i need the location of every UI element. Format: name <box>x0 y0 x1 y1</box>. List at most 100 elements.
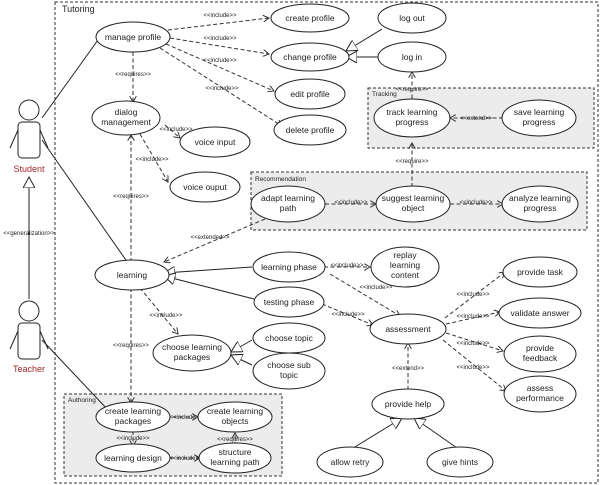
uc-choose-sub-topic[interactable]: choose sub topic <box>252 352 326 390</box>
uc-save-learning-progress[interactable]: save learning progress <box>501 99 577 137</box>
relation-line <box>445 312 500 325</box>
uc-assess-performance[interactable]: assess performance <box>503 375 577 413</box>
assoc-student-learning <box>41 139 129 264</box>
uc-change-profile[interactable]: change profile <box>270 42 350 72</box>
diagram-label: learning <box>117 270 148 280</box>
relation-line <box>139 287 178 334</box>
uc-suggest-learning-object[interactable]: suggest learning object <box>375 185 451 223</box>
uc-edit-profile[interactable]: edit profile <box>274 78 346 110</box>
use-case-shape <box>95 21 171 53</box>
uc-choose-topic[interactable]: choose topic <box>252 322 326 354</box>
use-case-shape <box>373 98 451 138</box>
uc-manage-profile[interactable]: manage profile <box>95 21 171 53</box>
diagram-label: <<requires>> <box>113 194 149 200</box>
uc-provide-help[interactable]: provide help <box>371 388 445 420</box>
diagram-label: <<extend>> <box>392 366 425 372</box>
diagram-label: <<include>> <box>203 13 237 19</box>
uc-adapt-learning-path[interactable]: adapt learning path <box>250 185 326 223</box>
uc-testing-phase[interactable]: testing phase <box>253 286 325 318</box>
relation-line <box>39 129 49 149</box>
diagram-label: <<include>> <box>459 200 493 206</box>
diagram-label: <<include>> <box>169 415 203 421</box>
diagram-label: give hints <box>442 457 478 467</box>
relation-line <box>231 339 253 352</box>
relation-line <box>164 218 266 262</box>
uc-create-learning-packages[interactable]: create learning packages <box>95 401 171 433</box>
relation-line <box>349 418 402 451</box>
diagram-label: topic <box>280 370 299 380</box>
diagram-label: learning phase <box>261 262 317 272</box>
diagram-label: log in <box>402 52 423 62</box>
uc-structure-learning-path[interactable]: structure learning path <box>198 442 272 474</box>
use-case-shape <box>270 3 350 33</box>
uc-dialog-management[interactable]: dialog management <box>91 100 161 136</box>
diagram-label: packages <box>115 416 151 426</box>
use-case-shape <box>501 185 579 223</box>
use-case-shape <box>375 185 451 223</box>
authoring-package-label: Authoring <box>68 397 96 404</box>
diagram-label: allow retry <box>331 457 370 467</box>
uc-provide-feedback[interactable]: provide feedback <box>503 335 577 373</box>
uc-delete-profile[interactable]: delete profile <box>273 114 347 146</box>
diagram-label: voice input <box>195 137 236 147</box>
use-case-shape <box>316 446 384 478</box>
use-case-shape <box>250 185 326 223</box>
diagram-label: <<extended>> <box>191 235 230 241</box>
diagram-label: create learning <box>105 406 162 416</box>
uc-provide-task[interactable]: provide task <box>502 256 578 288</box>
teacher-label: Teacher <box>13 364 45 374</box>
use-case-shape <box>498 297 582 329</box>
diagram-label: testing phase <box>264 297 315 307</box>
uc-create-profile[interactable]: create profile <box>270 3 350 33</box>
uc-log-out[interactable]: log out <box>377 2 447 34</box>
diagram-label: assessment <box>385 324 431 334</box>
uc-create-learning-objects[interactable]: create learning objects <box>197 401 273 433</box>
uc-analyze-learning-progress[interactable]: analyze learning progress <box>501 185 579 223</box>
relation-line <box>164 124 180 138</box>
generalization-label: <<generalization>> <box>3 231 55 237</box>
uc-validate-answer[interactable]: validate answer <box>498 297 582 329</box>
diagram-label: <<include>> <box>456 292 490 298</box>
diagram-label: assess <box>527 383 553 393</box>
diagram-label: learning path <box>210 457 259 467</box>
uc-track-learning-progress[interactable]: track learning progress <box>373 98 451 138</box>
use-case-shape <box>95 401 171 433</box>
assoc-teacher-create-packages <box>41 339 109 411</box>
use-case-shape <box>501 99 577 137</box>
uc-assessment[interactable]: assessment <box>369 313 447 345</box>
relation-line <box>346 28 383 51</box>
uc-allow-retry[interactable]: allow retry <box>316 446 384 478</box>
diagram-label: voice ouput <box>183 182 227 192</box>
diagram-label: log out <box>399 13 425 23</box>
use-case-shape <box>273 114 347 146</box>
relation-line <box>167 18 269 31</box>
uc-learning[interactable]: learning <box>94 259 170 291</box>
uc-learning-design[interactable]: learning design <box>95 443 171 473</box>
uc-replay-learning-content[interactable]: replay learning content <box>370 246 440 288</box>
diagram-label: <<include>> <box>159 127 193 133</box>
diagram-label: <<require>> <box>396 159 429 165</box>
use-case-shape <box>503 375 577 413</box>
use-case-shape <box>94 259 170 291</box>
diagram-label: learning <box>390 260 421 270</box>
student-actor <box>9 99 49 159</box>
use-case-shape <box>198 442 272 474</box>
use-case-shape <box>370 246 440 288</box>
uc-give-hints[interactable]: give hints <box>426 446 494 478</box>
uc-voice-ouput[interactable]: voice ouput <box>169 171 241 203</box>
uc-learning-phase[interactable]: learning phase <box>252 251 326 283</box>
diagram-label: <<require>> <box>396 87 429 93</box>
diagram-label: progress <box>523 203 556 213</box>
diagram-label: choose topic <box>265 333 313 343</box>
diagram-label: save learning <box>514 107 565 117</box>
diagram-label: provide <box>526 343 554 353</box>
uc-choose-learning-packages[interactable]: choose learning packages <box>152 334 232 372</box>
diagram-label: <<include>> <box>203 36 237 42</box>
relation-line <box>9 129 19 149</box>
relation-line <box>169 37 269 54</box>
uc-log-in[interactable]: log in <box>377 41 447 73</box>
diagram-shape <box>17 322 41 360</box>
assoc-student-manage-profile <box>41 39 99 119</box>
uc-voice-input[interactable]: voice input <box>179 126 251 158</box>
diagram-label: packages <box>174 352 210 362</box>
